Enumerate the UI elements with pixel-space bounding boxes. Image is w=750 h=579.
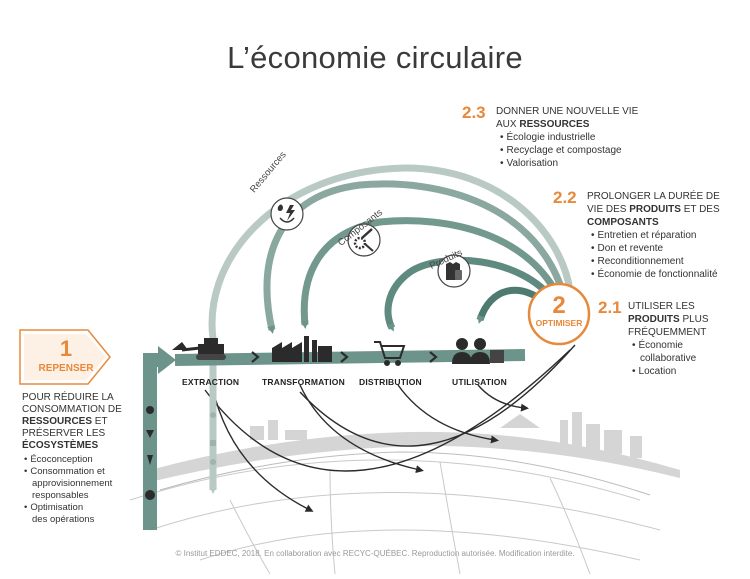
strategy-2-1-item: Location: [630, 365, 738, 378]
repenser-item: Optimisation: [22, 502, 142, 514]
loop-resources: [263, 180, 569, 334]
optimiser-circle: [527, 282, 591, 346]
repenser-label: REPENSER: [38, 363, 94, 374]
repenser-item-cont: approvisionnement: [32, 478, 113, 489]
strategy-2-2-heading-bold2: COMPOSANTS: [587, 217, 659, 228]
repenser-text: POUR RÉDUIRE LA CONSOMMATION DE RESSOURC…: [22, 392, 142, 526]
strategy-2-2-item: Entretien et réparation: [589, 229, 747, 242]
strategy-2-1-text: UTILISER LES PRODUITS PLUS FRÉQUEMMENT É…: [628, 300, 738, 378]
stage-label-transformation: TRANSFORMATION: [262, 377, 345, 387]
strategy-2-1-heading-bold: PRODUITS: [628, 314, 680, 325]
repenser-bold-ressources: RESSOURCES: [22, 416, 93, 427]
repenser-item-cont: responsables: [32, 490, 89, 501]
strategy-2-1-item-cont: collaborative: [640, 353, 697, 364]
repenser-item: Consommation et: [22, 466, 142, 478]
strategy-2-2-heading-bold1: PRODUITS: [629, 204, 681, 215]
resources-icon: [270, 197, 304, 231]
extraction-icon: [172, 338, 226, 360]
strategy-2-2-text: PROLONGER LA DURÉE DE VIE DES PRODUITS E…: [587, 190, 747, 281]
strategy-2-3-item: Valorisation: [498, 157, 686, 170]
footer-credit: © Institut EDDEC, 2018. En collaboration…: [175, 549, 575, 558]
repenser-intro-mid: ET: [92, 416, 108, 427]
distribution-icon: [374, 341, 406, 366]
strategy-2-3-item: Recyclage et compostage: [498, 144, 686, 157]
repenser-item-cont: des opérations: [32, 514, 95, 525]
return-arrows: [204, 344, 576, 512]
strategy-2-3-heading: DONNER UNE NOUVELLE VIE: [496, 106, 639, 117]
strategy-2-1-heading-3: FRÉQUEMMENT: [628, 327, 707, 338]
globe-grid: [129, 451, 661, 575]
resource-small-icons: [210, 412, 216, 465]
utilisation-icon: [452, 338, 504, 364]
transformation-icon: [272, 336, 332, 362]
strategy-2-1-heading-post: PLUS: [679, 314, 709, 325]
repenser-bold-ecosystemes: ÉCOSYSTÈMES: [22, 440, 99, 451]
strategy-2-3-heading-bold: RESSOURCES: [519, 119, 590, 130]
strategy-2-2-item: Don et revente: [589, 242, 747, 255]
strategy-2-2-heading-mid: ET DES: [680, 204, 720, 215]
strategy-2-2-heading: PROLONGER LA DURÉE DE: [587, 191, 720, 202]
strategy-2-3-heading-pre: AUX: [496, 119, 520, 130]
stage-label-distribution: DISTRIBUTION: [359, 377, 422, 387]
strategy-2-3-item: Écologie industrielle: [498, 131, 686, 144]
strategy-2-2-item: Économie de fonctionnalité: [589, 268, 747, 281]
stage-label-extraction: EXTRACTION: [182, 377, 240, 387]
strategy-2-2-heading-pre: VIE DES: [587, 204, 630, 215]
flow-small-icons: [145, 406, 155, 500]
loop-composants: [300, 217, 564, 329]
strategy-2-2-number: 2.2: [553, 188, 577, 207]
strategy-2-3-number: 2.3: [462, 103, 486, 122]
optimiser-label: OPTIMISER: [535, 318, 583, 328]
strategy-2-1-number: 2.1: [598, 298, 622, 317]
main-flow-arrowhead: [158, 346, 176, 374]
strategy-2-1-heading: UTILISER LES: [628, 301, 695, 312]
composants-icon: [347, 223, 381, 257]
repenser-intro-2: CONSOMMATION DE: [22, 404, 122, 415]
produits-icon: [437, 254, 471, 288]
strategy-2-2-item: Reconditionnement: [589, 255, 747, 268]
repenser-item: Écoconception: [22, 454, 142, 466]
loop-resources-outer: [208, 164, 574, 351]
optimiser-number: 2: [552, 292, 566, 319]
repenser-intro-4: PRÉSERVER LES: [22, 428, 106, 439]
city-skyline: [150, 412, 680, 482]
page-title: L’économie circulaire: [227, 40, 523, 75]
flow-chevrons: [251, 351, 438, 363]
repenser-number: 1: [59, 336, 73, 361]
strategy-2-1-item: Économie: [630, 339, 738, 352]
loop-produits: [384, 256, 558, 332]
strategy-2-3-text: DONNER UNE NOUVELLE VIE AUX RESSOURCES É…: [496, 105, 686, 170]
stage-label-utilisation: UTILISATION: [452, 377, 507, 387]
main-flow-vertical: [143, 353, 165, 530]
repenser-intro-1: POUR RÉDUIRE LA: [22, 392, 114, 403]
